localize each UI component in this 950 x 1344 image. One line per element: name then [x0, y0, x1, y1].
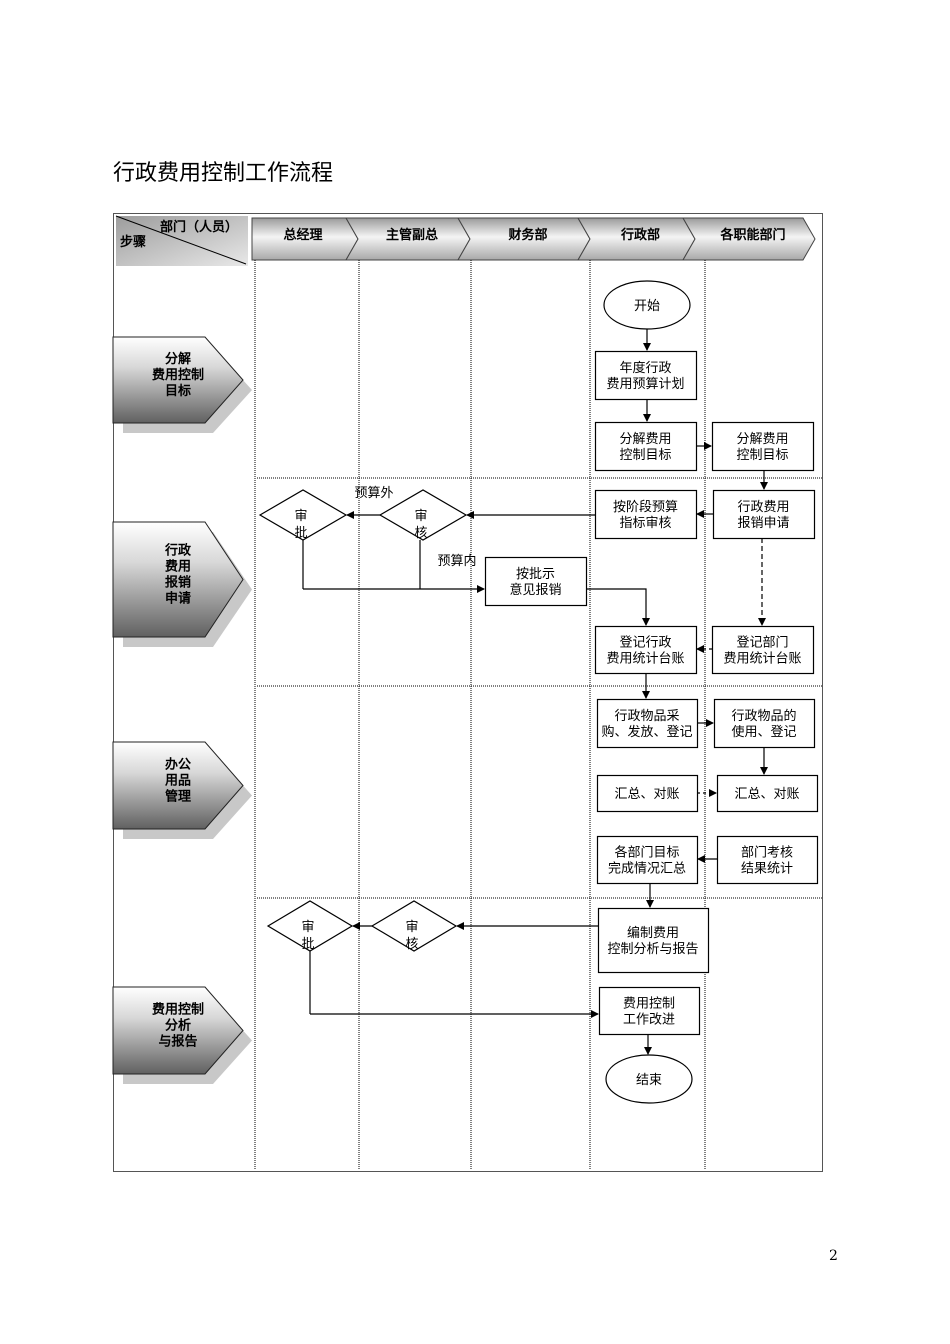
node-decompose-dept [711, 421, 815, 472]
node-admin-ledger-label: 费用统计台账 [606, 652, 684, 667]
end-label: 结束 [636, 1073, 662, 1088]
lane-header-label: 行政部 [620, 227, 660, 243]
node-summary-admin [596, 774, 699, 813]
node-dept-ledger-label: 登记部门 [736, 636, 788, 651]
node-expense-apply [712, 489, 816, 540]
node-expense-apply-label: 行政费用 [737, 500, 789, 515]
step-label: 费用控制 [152, 1002, 204, 1018]
step-chevron-0 [112, 336, 244, 424]
node-assessment-label: 结果统计 [741, 862, 793, 877]
page-title: 行政费用控制工作流程 [113, 161, 334, 186]
node-improvement [598, 986, 701, 1036]
node-stage-review-label: 指标审核 [619, 516, 671, 531]
decision-approve-2-label: 审 [301, 920, 314, 935]
decision-review-2 [370, 900, 458, 952]
decision-review [378, 489, 468, 541]
node-assessment [716, 835, 819, 885]
end-node [605, 1054, 693, 1104]
arrow [587, 588, 650, 626]
node-goal-summary-label: 完成情况汇总 [608, 862, 686, 877]
node-annual-budget-label: 年度行政 [619, 360, 671, 376]
node-dept-ledger-label: 费用统计台账 [723, 652, 801, 667]
node-assessment-label: 部门考核 [741, 846, 793, 861]
node-analysis-report-label: 控制分析与报告 [607, 942, 698, 957]
decision-approve-label: 审 [294, 509, 307, 524]
corner-label-dept: 部门（人员） [160, 219, 238, 235]
node-improvement-label: 费用控制 [623, 997, 675, 1012]
step-label: 与报告 [158, 1034, 197, 1050]
step-label: 费用控制 [152, 367, 204, 383]
lane-header-label: 主管副总 [386, 227, 438, 243]
step-chevron-3 [112, 986, 244, 1075]
node-goal-summary [596, 835, 699, 885]
node-decompose-admin-label: 控制目标 [619, 448, 671, 463]
node-stage-review [594, 489, 698, 540]
node-summary-dept-label: 汇总、对账 [734, 787, 799, 802]
node-admin-ledger-label: 登记行政 [619, 636, 671, 651]
node-purchase [596, 698, 699, 749]
node-decompose-dept-label: 分解费用 [736, 432, 788, 447]
node-admin-ledger [594, 625, 698, 675]
decision-approve-2-label: 批 [301, 937, 314, 952]
step-chevron-1 [112, 521, 244, 638]
step-label: 办公 [165, 757, 191, 773]
node-use-register-label: 行政物品的 [731, 708, 796, 724]
node-purchase-label: 购、发放、登记 [601, 724, 692, 740]
node-analysis-report [597, 907, 710, 974]
node-summary-dept [716, 774, 819, 813]
label-in-budget: 预算内 [437, 553, 476, 569]
node-annual-budget [594, 350, 698, 401]
node-use-register-label: 使用、登记 [731, 724, 796, 740]
start-label: 开始 [634, 299, 660, 314]
node-decompose-admin-label: 分解费用 [619, 432, 671, 447]
node-purchase-label: 行政物品采 [614, 709, 679, 724]
lane-header-4 [682, 217, 816, 261]
start-node [603, 280, 691, 330]
decision-review-label: 核 [414, 526, 427, 541]
node-reimburse-label: 意见报销 [509, 582, 561, 598]
lane-header-label: 财务部 [508, 227, 547, 243]
step-label: 目标 [165, 383, 191, 399]
decision-review-2-label: 审 [405, 920, 418, 935]
step-label: 报销 [165, 575, 191, 591]
page-number: 2 [829, 1248, 838, 1264]
decision-review-label: 审 [414, 509, 427, 524]
node-summary-admin-label: 汇总、对账 [614, 787, 679, 802]
node-reimburse-label: 按批示 [516, 567, 555, 582]
decision-approve-label: 批 [294, 526, 307, 541]
decision-review-2-label: 核 [405, 937, 418, 952]
step-label: 费用 [165, 559, 191, 575]
label-over-budget: 预算外 [354, 486, 393, 501]
node-improvement-label: 工作改进 [623, 1013, 675, 1028]
step-label: 用品 [164, 774, 191, 789]
node-analysis-report-label: 编制费用 [627, 926, 679, 941]
step-label: 申请 [165, 591, 191, 607]
node-goal-summary-label: 各部门目标 [614, 845, 679, 861]
node-stage-review-label: 按阶段预算 [613, 500, 678, 515]
node-decompose-dept-label: 控制目标 [736, 448, 788, 463]
lane-header-label: 各职能部门 [719, 227, 785, 243]
step-label: 分析 [165, 1018, 191, 1034]
step-label: 行政 [164, 543, 192, 559]
node-use-register [713, 698, 816, 749]
lane-header-label: 总经理 [283, 227, 322, 243]
outer-border [113, 213, 823, 1172]
node-annual-budget-label: 费用预算计划 [606, 377, 684, 392]
step-chevron-2 [112, 741, 244, 830]
node-decompose-admin [594, 421, 698, 472]
step-label: 分解 [165, 351, 191, 367]
step-label: 管理 [165, 789, 191, 805]
node-dept-ledger [711, 625, 815, 675]
node-expense-apply-label: 报销申请 [737, 516, 789, 531]
node-reimburse [484, 556, 588, 607]
corner-diagonal [115, 215, 247, 265]
decision-approve-2 [266, 900, 354, 952]
decision-approve [258, 489, 348, 541]
corner-label-step: 步骤 [120, 234, 146, 250]
